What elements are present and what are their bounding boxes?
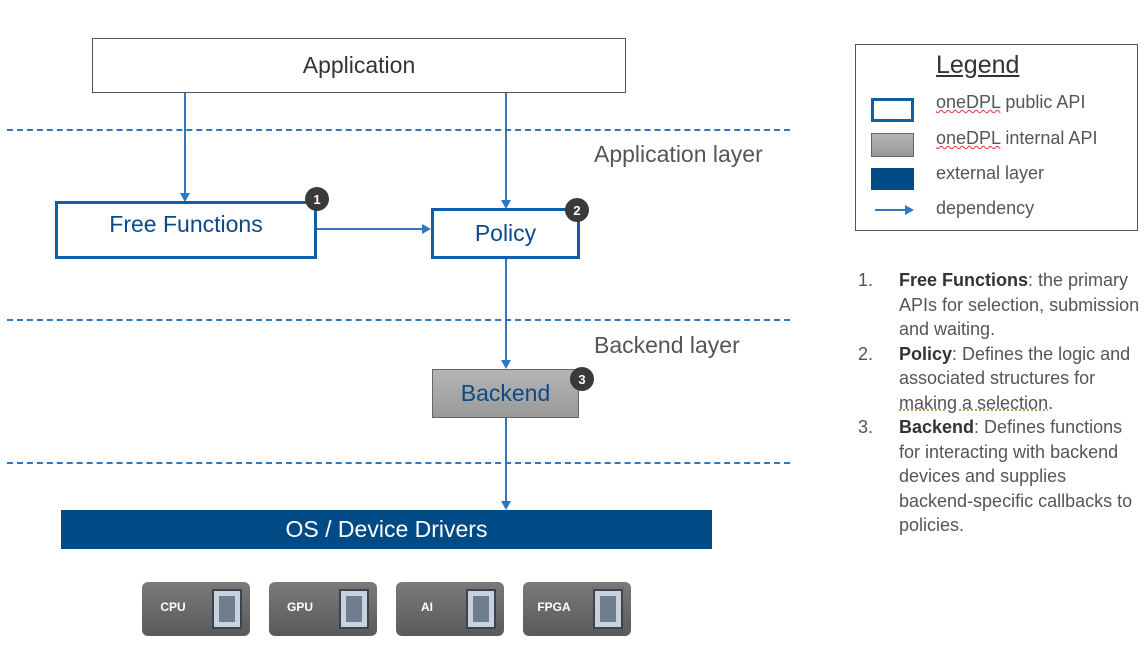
arrowhead [422,224,431,234]
note-text: : Defines functions for interacting with… [899,417,1133,535]
chip-die-icon [339,589,369,629]
note-term: Policy [899,343,953,364]
application-label: Application [302,52,416,78]
application-layer-label: Application layer [594,141,763,167]
free-functions-label: Free Functions [109,210,263,237]
backend-layer-label: Backend layer [594,332,740,358]
fpga-label: FPGA [537,600,571,614]
application-box: Application [92,38,626,93]
badge-2: 2 [565,198,589,222]
arrowhead [501,501,511,510]
cpu-chip-icon: CPU [142,582,250,636]
arrow-app-to-policy [505,93,507,200]
layer-separator-middle [7,319,790,321]
note-tail: . [1048,392,1054,413]
arrow-app-to-free-functions [184,93,186,193]
legend-item-internal-prefix: oneDPL [936,128,1001,148]
policy-label: Policy [474,220,537,246]
note-text: : the primary APIs for selection, submis… [899,270,1140,339]
arrowhead [180,193,190,202]
note-number: 3. [858,417,874,437]
arrowhead [501,360,511,369]
chip-die-icon [593,589,623,629]
layer-separator-top [7,129,790,131]
legend: Legend oneDPL public API oneDPL internal… [855,44,1138,231]
legend-arrow-icon [875,209,905,211]
note-item: 1. Free Functions: the primary APIs for … [858,268,1143,342]
policy-box: Policy [431,208,580,259]
arrow-free-functions-to-policy [316,228,422,230]
fpga-chip-icon: FPGA [523,582,631,636]
backend-box: Backend [432,369,579,418]
legend-item-external: external layer [936,163,1045,183]
legend-item-public: oneDPL public API [936,92,1085,113]
note-term: Free Functions [899,270,1029,290]
note-term: Backend [899,417,975,437]
note-number: 1. [858,270,874,290]
ai-label: AI [421,600,433,614]
arrowhead [501,200,511,209]
note-number: 2. [858,343,874,364]
badge-3: 3 [570,367,594,391]
badge-1: 1 [305,187,329,211]
legend-item-dependency: dependency [936,198,1035,218]
legend-item-internal-text: internal API [1000,128,1098,148]
legend-internal-swatch [871,133,914,157]
free-functions-box: Free Functions [55,201,317,259]
legend-item-public-prefix: oneDPL [936,92,1001,112]
arrow-policy-to-backend [505,259,507,360]
chip-die-icon [212,589,242,629]
legend-public-swatch [871,98,914,122]
chip-die-icon [466,589,496,629]
cpu-label: CPU [160,600,186,614]
os-device-drivers-label: OS / Device Drivers [285,516,488,542]
ai-chip-icon: AI [396,582,504,636]
notes-list: 1. Free Functions: the primary APIs for … [858,268,1143,538]
arrow-backend-to-os [505,418,507,501]
note-item: 2. Policy: Defines the logic and associa… [858,342,1143,416]
legend-arrowhead-icon [905,205,914,215]
legend-external-swatch [871,168,914,190]
os-device-drivers-box: OS / Device Drivers [61,510,712,549]
note-item: 3. Backend: Defines functions for intera… [858,415,1143,538]
gpu-label: GPU [286,600,313,614]
legend-title: Legend [936,51,1020,79]
backend-label: Backend [460,380,551,406]
layer-separator-bottom [7,462,790,464]
legend-item-public-text: public API [1000,92,1086,112]
note-text: : Defines the logic and associated struc… [899,343,1131,389]
gpu-chip-icon: GPU [269,582,377,636]
note-underlined-text: making a selection [899,392,1049,413]
legend-item-internal: oneDPL internal API [936,128,1097,149]
